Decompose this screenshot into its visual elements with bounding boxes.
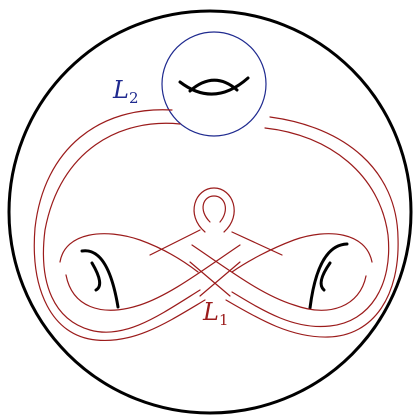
label-L1-main: L bbox=[202, 298, 219, 326]
genus-handle-top bbox=[178, 76, 250, 96]
link-component-L2 bbox=[161, 31, 267, 137]
link-component-L1 bbox=[33, 109, 399, 342]
label-L1-sub: 1 bbox=[219, 311, 229, 329]
label-L2-sub: 2 bbox=[129, 89, 139, 107]
label-L1: L1 bbox=[202, 298, 228, 329]
outer-boundary-circle bbox=[7, 9, 413, 415]
label-L2: L2 bbox=[112, 76, 138, 107]
genus-handle-left bbox=[80, 249, 120, 309]
label-L2-main: L bbox=[112, 76, 129, 104]
genus-handle-right bbox=[308, 242, 349, 310]
